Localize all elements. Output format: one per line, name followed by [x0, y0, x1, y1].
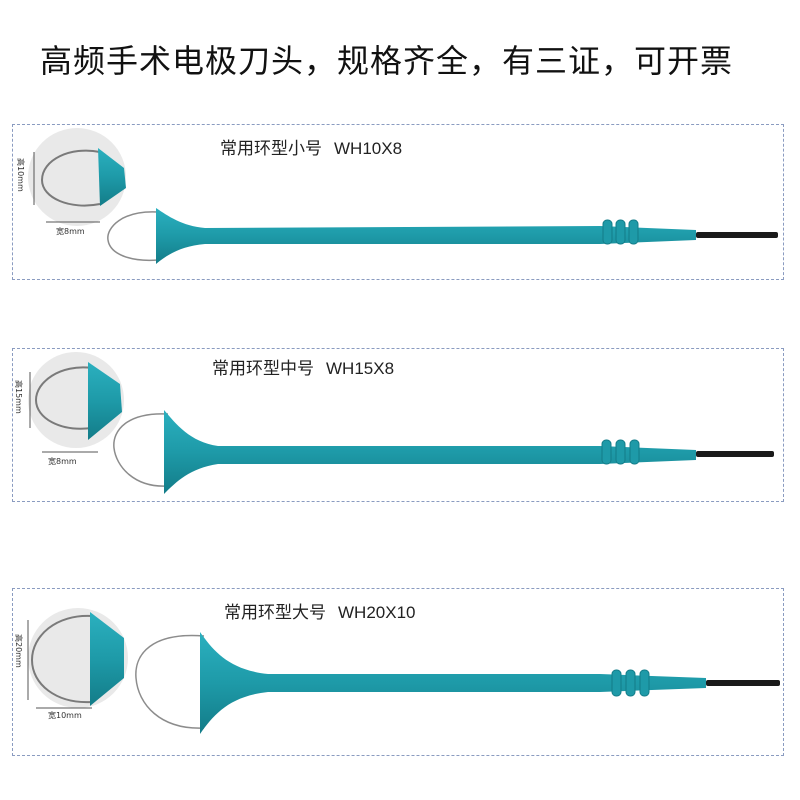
loop-detail-medium — [29, 362, 122, 453]
panel-code: WH15X8 — [326, 359, 395, 378]
headline: 高频手术电极刀头，规格齐全，有三证，可开票 — [40, 42, 734, 80]
loop-detail-large — [27, 612, 124, 709]
panel-code: WH10X8 — [334, 139, 403, 158]
width-label: 宽10mm — [48, 711, 82, 720]
panel-name: 常用环型小号 — [220, 139, 322, 159]
electrode-medium — [29, 362, 774, 494]
width-label: 宽8mm — [48, 457, 77, 466]
electrode-panel-small — [12, 124, 784, 280]
electrode-panel-medium — [12, 348, 784, 502]
loop-detail-small — [33, 148, 126, 223]
panel-code: WH20X10 — [338, 603, 416, 622]
electrode-large — [27, 612, 780, 734]
width-label: 宽8mm — [56, 227, 85, 236]
electrode-panel-large — [12, 588, 784, 756]
panel-title-small: 常用环型小号 WH10X8 — [220, 134, 402, 159]
panel-name: 常用环型大号 — [224, 603, 326, 623]
panel-title-medium: 常用环型中号 WH15X8 — [212, 354, 394, 379]
panel-title-large: 常用环型大号 WH20X10 — [224, 598, 415, 623]
panel-name: 常用环型中号 — [212, 359, 314, 379]
electrode-small — [33, 148, 778, 264]
